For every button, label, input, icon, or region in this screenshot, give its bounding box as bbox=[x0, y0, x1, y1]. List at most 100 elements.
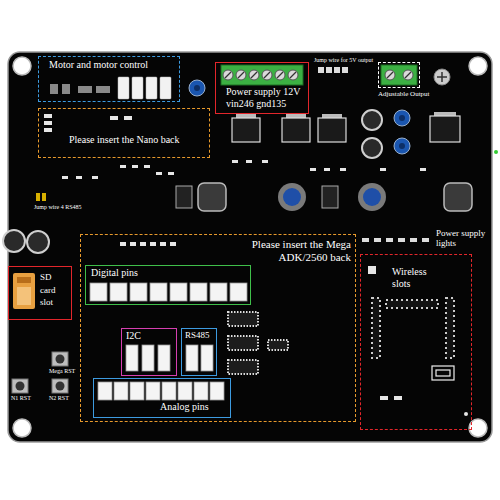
mounting-hole bbox=[469, 57, 487, 75]
voltage-regulator bbox=[318, 118, 346, 142]
pin-header bbox=[201, 345, 213, 371]
pin-header bbox=[186, 345, 198, 371]
smd-part bbox=[232, 160, 238, 163]
power-led bbox=[362, 238, 429, 242]
screw-terminal bbox=[221, 65, 417, 85]
part-label: N1 RST bbox=[11, 395, 31, 402]
jumper-pin bbox=[318, 67, 324, 73]
mega-pad bbox=[170, 242, 176, 246]
voltage-regulator bbox=[282, 118, 310, 142]
reset-button bbox=[52, 379, 68, 393]
pin-header bbox=[158, 345, 170, 371]
part-label: Power supply lights bbox=[436, 228, 494, 249]
large-capacitor bbox=[362, 138, 382, 158]
relay bbox=[160, 77, 171, 99]
region-label: RS485 bbox=[185, 330, 210, 340]
screw-terminal bbox=[381, 65, 417, 85]
screw-slot bbox=[277, 72, 283, 78]
pin-header bbox=[210, 283, 227, 301]
electrolytic-capacitor bbox=[399, 143, 405, 149]
ic-chip bbox=[228, 360, 258, 374]
mounting-hole bbox=[13, 57, 31, 75]
smd-part bbox=[310, 168, 316, 171]
region-label: Analog pins bbox=[160, 401, 209, 413]
electrolytic-capacitor bbox=[194, 85, 200, 91]
usb-socket bbox=[436, 370, 450, 376]
smd-part bbox=[110, 116, 118, 120]
electrolytic-capacitor bbox=[399, 115, 405, 121]
pin-header bbox=[230, 283, 247, 301]
smd-part bbox=[44, 128, 52, 132]
mega-pad bbox=[140, 242, 146, 246]
wireless-socket bbox=[372, 298, 454, 358]
motor-region: Motor and motor control bbox=[38, 56, 180, 102]
inductor bbox=[198, 183, 472, 211]
large-capacitor bbox=[362, 110, 382, 130]
reset-button bbox=[52, 352, 68, 366]
label-anchor: N2 RST bbox=[49, 395, 69, 402]
region-label: SD card slot bbox=[40, 271, 66, 309]
nano-socket-region: Please insert the Nano back bbox=[38, 108, 210, 158]
region-label: Motor and motor control bbox=[49, 59, 148, 71]
power-led bbox=[374, 238, 381, 242]
jumper-pin bbox=[318, 67, 348, 73]
part-label: N2 RST bbox=[49, 395, 69, 402]
reset-button bbox=[12, 379, 28, 393]
region-label: Power supply 12V bbox=[226, 86, 300, 98]
relay bbox=[132, 77, 143, 99]
reset-button bbox=[56, 355, 65, 364]
jumper-pin bbox=[334, 67, 340, 73]
smd-part bbox=[120, 165, 126, 168]
i2c-box: I2C bbox=[121, 328, 177, 376]
smd-part bbox=[380, 168, 386, 171]
label-anchor: Power supply lights bbox=[436, 228, 494, 249]
ic-chip bbox=[268, 340, 288, 350]
label-anchor: Jump wire 4 RS485 bbox=[34, 204, 82, 211]
sd-card-icon bbox=[17, 287, 31, 305]
output-outline bbox=[378, 62, 420, 88]
reset-button bbox=[56, 382, 65, 391]
wireless-part bbox=[380, 396, 388, 400]
power-led bbox=[386, 238, 393, 242]
pin-header bbox=[126, 345, 138, 371]
wireless-slots-box: Wireless slots bbox=[360, 254, 472, 430]
region-label: vin246 gnd135 bbox=[226, 98, 286, 110]
smd-part bbox=[246, 160, 252, 163]
mega-pad bbox=[120, 242, 176, 246]
reset-button bbox=[16, 382, 25, 391]
large-capacitor bbox=[3, 230, 25, 252]
mega-socket-region: Please insert the Mega ADK/2560 backDigi… bbox=[80, 234, 356, 422]
analog-pins-box: Analog pins bbox=[93, 378, 231, 418]
screw-slot bbox=[238, 72, 244, 78]
power-inductor-coil bbox=[283, 188, 301, 206]
power-inductor-coil bbox=[278, 183, 306, 211]
pin-header bbox=[142, 345, 154, 371]
pin-header bbox=[90, 283, 247, 400]
large-capacitor bbox=[27, 231, 49, 253]
region-label: Please insert the Nano back bbox=[69, 134, 180, 146]
smd-part bbox=[144, 165, 150, 168]
jumper-pin bbox=[342, 67, 348, 73]
screw-slot bbox=[264, 72, 270, 78]
rs485-box: RS485 bbox=[181, 328, 217, 376]
region-label: Digital pins bbox=[91, 267, 138, 279]
pcb-board bbox=[8, 52, 492, 442]
smd-part bbox=[92, 176, 98, 179]
digital-pins-box: Digital pins bbox=[85, 265, 251, 305]
motor-driver-part bbox=[96, 86, 110, 93]
mega-pad bbox=[130, 242, 136, 246]
part-label: Jump wire for 5V output bbox=[314, 57, 373, 64]
mega-pad bbox=[150, 242, 156, 246]
smd-part bbox=[44, 114, 52, 118]
pin-header bbox=[98, 382, 112, 400]
electrolytic-capacitor bbox=[189, 80, 205, 96]
part-label: Jump wire 4 RS485 bbox=[34, 204, 82, 211]
pin-header bbox=[210, 382, 224, 400]
electrolytic-capacitor bbox=[394, 110, 410, 126]
voltage-regulator bbox=[232, 116, 460, 142]
sd-card-box: SD card slot bbox=[8, 266, 72, 320]
region-label: Adjustable Output bbox=[378, 90, 430, 98]
pin-header bbox=[130, 283, 147, 301]
